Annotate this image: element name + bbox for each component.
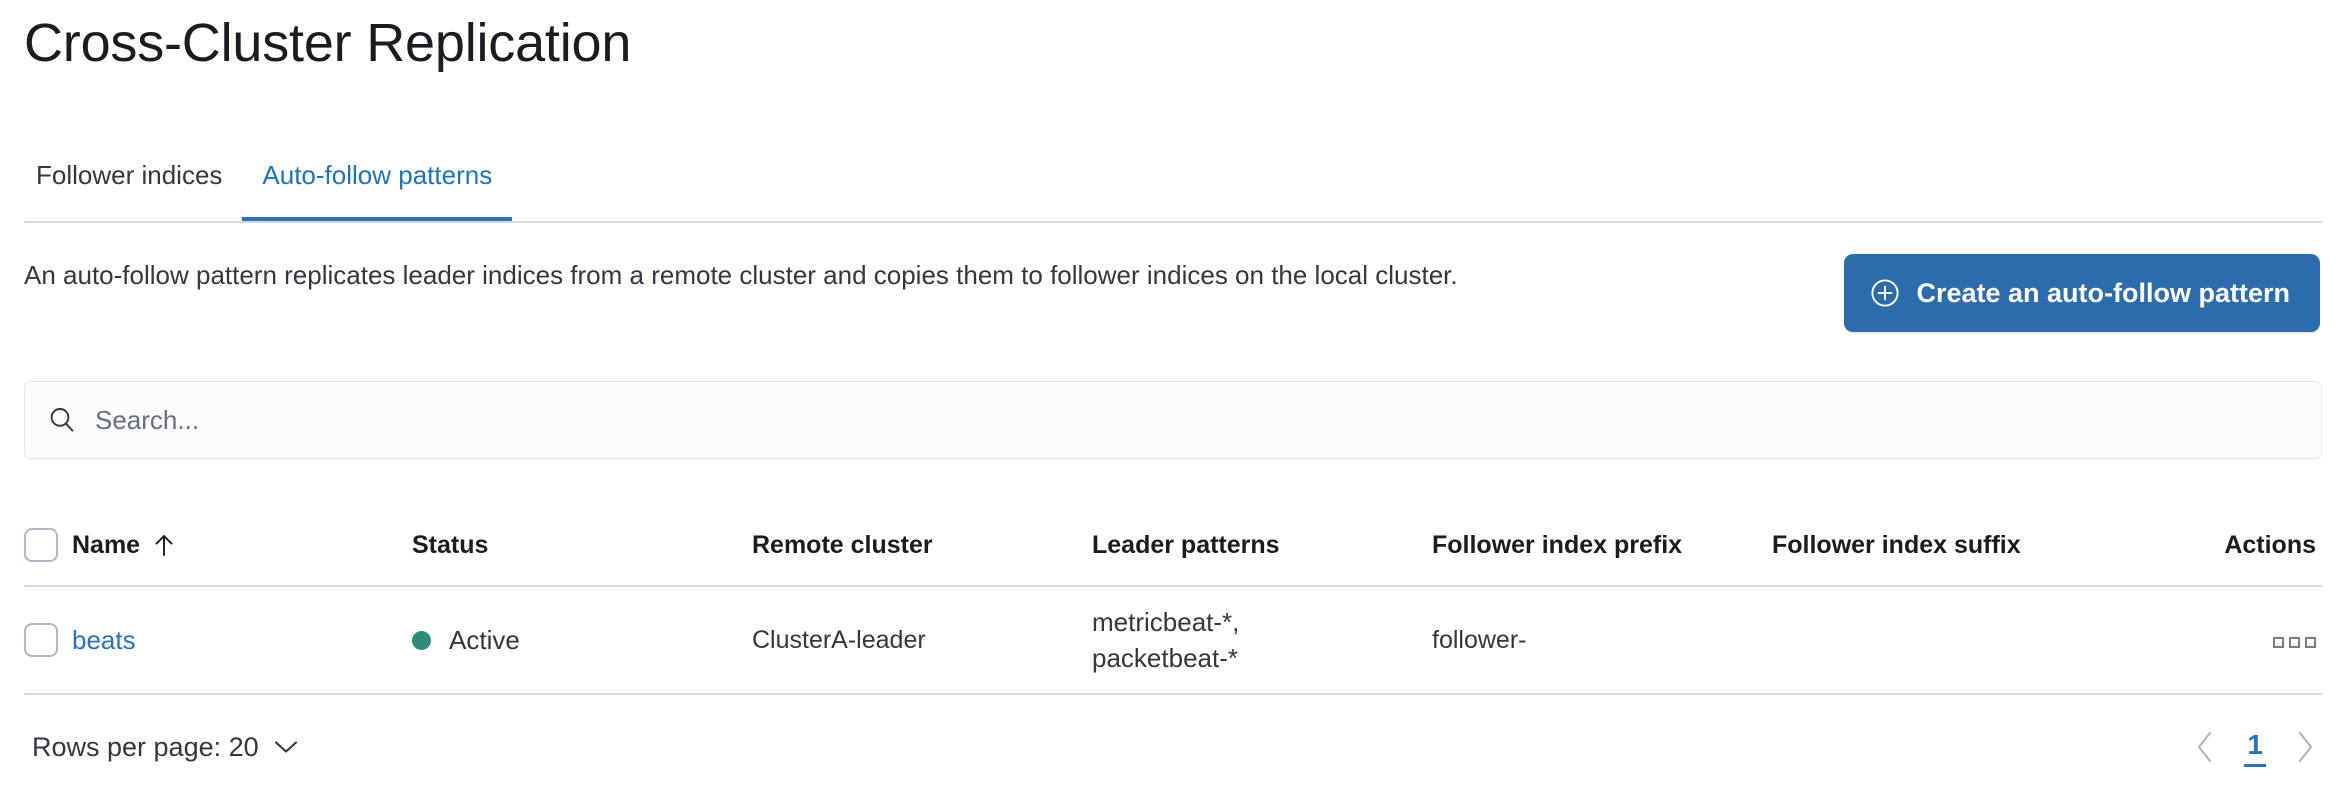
chevron-right-icon [2294, 730, 2316, 764]
tab-auto-follow-patterns[interactable]: Auto-follow patterns [242, 130, 513, 221]
column-header-name-label: Name [72, 530, 141, 559]
select-all-checkbox[interactable] [24, 528, 58, 562]
table-footer: Rows per page: 20 1 [24, 712, 2322, 782]
search-icon [47, 405, 77, 435]
page-title: Cross-Cluster Replication [24, 13, 632, 73]
tabs-underline [24, 221, 2322, 223]
pagination-prev-button[interactable] [2188, 727, 2222, 767]
intro-description: An auto-follow pattern replicates leader… [24, 260, 1458, 290]
pagination-page-1[interactable]: 1 [2244, 728, 2266, 767]
create-auto-follow-pattern-label: Create an auto-follow pattern [1916, 277, 2290, 308]
row-select-cell [24, 623, 72, 657]
status-dot-icon [412, 630, 431, 650]
search-input[interactable] [95, 382, 2299, 458]
cell-name: beats [72, 625, 412, 656]
arrow-up-icon [152, 532, 176, 558]
auto-follow-patterns-table: Name Status Remote cluster Leader patter… [24, 505, 2322, 695]
tab-follower-indices-label: Follower indices [36, 160, 223, 190]
auto-follow-pattern-link[interactable]: beats [72, 624, 136, 655]
search-bar[interactable] [24, 381, 2322, 459]
cell-leader-patterns: metricbeat-*, packetbeat-* [1092, 607, 1240, 673]
column-header-status[interactable]: Status [412, 530, 489, 559]
table-header-row: Name Status Remote cluster Leader patter… [24, 505, 2322, 587]
column-header-follower-index-suffix[interactable]: Follower index suffix [1772, 530, 2021, 559]
table-row: beats Active ClusterA-leader metricbeat-… [24, 587, 2322, 695]
cell-follower-index-prefix: follower- [1432, 625, 1527, 654]
cell-status: Active [412, 625, 752, 656]
select-all-cell [24, 528, 72, 562]
rows-per-page-selector[interactable]: Rows per page: 20 [24, 732, 307, 763]
rows-per-page-label: Rows per page: 20 [32, 731, 259, 762]
cell-actions [2112, 626, 2322, 655]
tab-bar: Follower indices Auto-follow patterns [24, 130, 2322, 221]
boxes-horizontal-icon[interactable] [2273, 636, 2316, 648]
column-header-name[interactable]: Name [72, 531, 412, 560]
name-sort-control[interactable]: Name [72, 531, 176, 560]
row-select-checkbox[interactable] [24, 623, 58, 657]
column-header-actions: Actions [2224, 530, 2316, 559]
tab-follower-indices[interactable]: Follower indices [24, 130, 242, 221]
intro-section: An auto-follow pattern replicates leader… [24, 253, 1739, 297]
pagination: 1 [2188, 727, 2322, 767]
chevron-left-icon [2194, 730, 2216, 764]
pagination-next-button[interactable] [2288, 727, 2322, 767]
create-auto-follow-pattern-button[interactable]: Create an auto-follow pattern [1844, 254, 2320, 332]
tab-auto-follow-patterns-label: Auto-follow patterns [262, 160, 493, 190]
chevron-down-icon [273, 739, 299, 755]
status-badge: Active [449, 624, 520, 655]
column-header-remote-cluster[interactable]: Remote cluster [752, 530, 933, 559]
column-header-follower-index-prefix[interactable]: Follower index prefix [1432, 530, 1683, 559]
plus-in-circle-icon [1870, 278, 1900, 308]
column-header-leader-patterns[interactable]: Leader patterns [1092, 530, 1280, 559]
cell-remote-cluster: ClusterA-leader [752, 625, 926, 654]
